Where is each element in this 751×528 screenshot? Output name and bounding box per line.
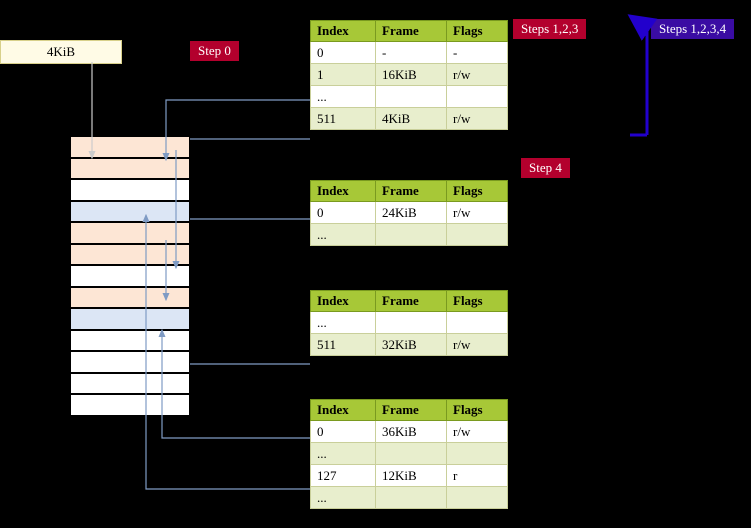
kib-box: 4KiB xyxy=(0,40,122,64)
cell-frame xyxy=(375,442,447,465)
memory-cell xyxy=(70,136,190,158)
table-row: ... xyxy=(310,85,508,108)
cell-frame: 24KiB xyxy=(375,201,447,224)
table2-header-flags: Flags xyxy=(446,180,508,202)
cell-index: 1 xyxy=(310,63,376,86)
memory-column xyxy=(70,136,190,416)
cell-index: 127 xyxy=(310,464,376,487)
kib-box-label: 4KiB xyxy=(46,44,76,59)
table1-header-index: Index xyxy=(310,20,376,42)
steps-1234-label: Steps 1,2,3,4 xyxy=(651,19,735,39)
cell-frame xyxy=(375,311,447,334)
cell-frame: 4KiB xyxy=(375,107,447,130)
cell-index: ... xyxy=(310,223,376,246)
cell-index: 511 xyxy=(310,333,376,356)
cell-flags: r xyxy=(446,464,508,487)
table1-header-frame: Frame xyxy=(375,20,447,42)
memory-cell xyxy=(70,308,190,330)
memory-cell xyxy=(70,157,190,179)
table3-header-frame: Frame xyxy=(375,290,447,312)
cell-index: ... xyxy=(310,311,376,334)
cell-flags xyxy=(446,442,508,465)
cell-flags: r/w xyxy=(446,63,508,86)
cell-frame: 16KiB xyxy=(375,63,447,86)
table3-header-flags: Flags xyxy=(446,290,508,312)
cell-flags: r/w xyxy=(446,201,508,224)
cell-flags: r/w xyxy=(446,420,508,443)
table2-header-index: Index xyxy=(310,180,376,202)
cell-frame xyxy=(375,85,447,108)
memory-cell xyxy=(70,243,190,265)
table4-header-frame: Frame xyxy=(375,399,447,421)
memory-cell xyxy=(70,179,190,201)
table-row: 0-- xyxy=(310,41,508,64)
cell-frame xyxy=(375,223,447,246)
cell-index: 0 xyxy=(310,420,376,443)
cell-frame: 12KiB xyxy=(375,464,447,487)
cell-flags xyxy=(446,223,508,246)
table4-header-index: Index xyxy=(310,399,376,421)
cell-flags xyxy=(446,311,508,334)
cell-frame: - xyxy=(375,41,447,64)
cell-flags: - xyxy=(446,41,508,64)
memory-cell xyxy=(70,329,190,351)
cell-flags: r/w xyxy=(446,333,508,356)
table3-header-index: Index xyxy=(310,290,376,312)
memory-cell xyxy=(70,394,190,416)
cell-frame: 36KiB xyxy=(375,420,447,443)
memory-cell xyxy=(70,222,190,244)
cell-index: ... xyxy=(310,85,376,108)
table4-header-flags: Flags xyxy=(446,399,508,421)
table1-header-flags: Flags xyxy=(446,20,508,42)
memory-cell xyxy=(70,265,190,287)
table-row: ... xyxy=(310,442,508,465)
steps-123-label: Steps 1,2,3 xyxy=(513,19,587,39)
table-row: ... xyxy=(310,486,508,509)
step-0-label: Step 0 xyxy=(190,41,239,61)
cell-frame xyxy=(375,486,447,509)
table2-header-frame: Frame xyxy=(375,180,447,202)
cell-frame: 32KiB xyxy=(375,333,447,356)
memory-cell xyxy=(70,351,190,373)
cell-flags xyxy=(446,85,508,108)
memory-cell xyxy=(70,372,190,394)
memory-cell xyxy=(70,200,190,222)
cell-index: ... xyxy=(310,486,376,509)
table-row: ... xyxy=(310,311,508,334)
cell-index: ... xyxy=(310,442,376,465)
memory-cell xyxy=(70,286,190,308)
cell-index: 0 xyxy=(310,41,376,64)
table-row: ... xyxy=(310,223,508,246)
cell-flags: r/w xyxy=(446,107,508,130)
cell-index: 0 xyxy=(310,201,376,224)
step-4-label: Step 4 xyxy=(521,158,570,178)
cell-index: 511 xyxy=(310,107,376,130)
cell-flags xyxy=(446,486,508,509)
